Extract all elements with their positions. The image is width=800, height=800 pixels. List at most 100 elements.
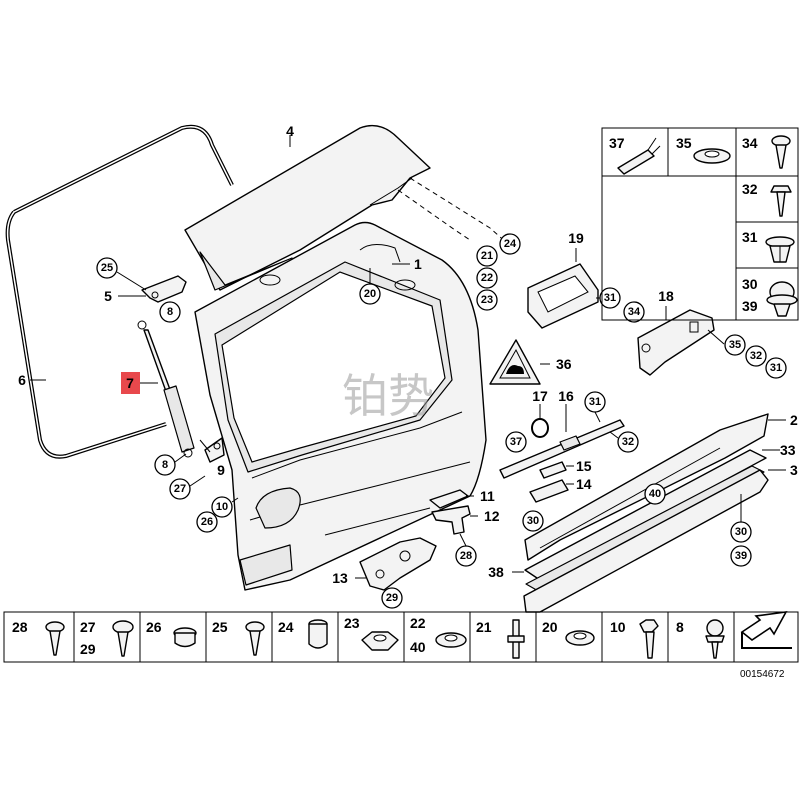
callout-7: 7 [126, 375, 134, 391]
callout-38: 38 [488, 564, 504, 580]
svg-text:35: 35 [676, 135, 692, 151]
side-parts-table: 37 35 34 32 [601, 127, 799, 321]
callout-13: 13 [332, 570, 348, 586]
callout-3: 3 [790, 462, 798, 478]
svg-text:20: 20 [364, 288, 376, 300]
svg-text:26: 26 [146, 619, 162, 635]
washer-icon [435, 632, 467, 648]
bottom-cell-21: 21 [476, 619, 525, 659]
wire-connector-icon [617, 137, 661, 175]
svg-text:21: 21 [476, 619, 492, 635]
callout-circle-28: 28 [455, 545, 477, 567]
callout-circle-35: 35 [724, 334, 746, 356]
license-plate-bracket [527, 263, 599, 329]
plate-light-strip [499, 419, 625, 479]
svg-text:28: 28 [460, 550, 472, 562]
callout-5: 5 [104, 288, 112, 304]
hex-nut-icon [361, 631, 399, 651]
svg-text:20: 20 [542, 619, 558, 635]
callout-14: 14 [576, 476, 592, 492]
table-cell-35: 35 [676, 135, 731, 164]
callout-circle-30b: 30 [730, 521, 752, 543]
hex-bolt-icon [639, 619, 659, 659]
bottom-cell-8: 8 [676, 619, 725, 659]
tailgate-shell [194, 221, 487, 591]
callout-circle-39: 39 [730, 545, 752, 567]
svg-text:24: 24 [278, 619, 294, 635]
svg-text:26: 26 [201, 516, 213, 528]
svg-text:21: 21 [481, 250, 493, 262]
svg-text:39: 39 [735, 550, 747, 562]
svg-text:24: 24 [504, 238, 517, 250]
callout-36: 36 [556, 356, 572, 372]
svg-text:32: 32 [750, 350, 762, 362]
callout-17: 17 [532, 388, 548, 404]
callout-circle-21: 21 [476, 245, 498, 267]
svg-text:31: 31 [742, 229, 758, 245]
svg-text:32: 32 [622, 436, 634, 448]
callout-18: 18 [658, 288, 674, 304]
bottom-cell-23: 23 [344, 615, 399, 651]
watermark: 铂势 [342, 369, 434, 423]
bottom-cell-20: 20 [542, 619, 595, 646]
svg-text:25: 25 [212, 619, 228, 635]
svg-text:30: 30 [742, 276, 758, 292]
screw-icon [45, 621, 65, 656]
warning-triangle [489, 339, 541, 385]
svg-text:29: 29 [80, 641, 96, 657]
svg-text:35: 35 [729, 339, 741, 351]
diagram-number: 00154672 [740, 669, 785, 680]
arrow-icon [740, 610, 792, 649]
bottom-cell-22-40: 22 40 [410, 615, 467, 655]
bottom-cell-28: 28 [12, 619, 65, 656]
callout-12: 12 [484, 508, 500, 524]
svg-text:31: 31 [604, 292, 616, 304]
callout-circle-24: 24 [499, 233, 521, 255]
rear-spoiler [184, 124, 431, 291]
bottom-cell-10: 10 [610, 619, 659, 659]
bottom-cell-24: 24 [278, 619, 328, 649]
svg-text:25: 25 [101, 262, 113, 274]
screw-icon [245, 621, 265, 656]
tailgate-cover-strip [523, 449, 769, 613]
callout-11: 11 [480, 488, 495, 504]
callout-circle-31b: 31 [765, 357, 787, 379]
callout-2: 2 [790, 412, 798, 428]
table-cell-34: 34 [742, 135, 791, 169]
svg-text:10: 10 [216, 501, 228, 513]
lock-striker-12 [431, 505, 471, 535]
svg-text:30: 30 [735, 526, 747, 538]
rubber-buffer-icon [308, 619, 328, 649]
svg-text:31: 31 [589, 396, 601, 408]
svg-text:10: 10 [610, 619, 626, 635]
svg-text:40: 40 [410, 639, 426, 655]
svg-text:8: 8 [162, 459, 168, 471]
svg-text:22: 22 [481, 272, 493, 284]
highlight-marker-7 [121, 372, 140, 394]
plate-trim-panel [637, 309, 715, 376]
svg-text:27: 27 [80, 619, 96, 635]
callout-circle-22: 22 [476, 267, 498, 289]
svg-text:32: 32 [742, 181, 758, 197]
callout-circle-37: 37 [505, 431, 527, 453]
callout-circle-25: 25 [96, 257, 118, 279]
circled-callouts: 25 8 8 27 26 10 20 21 22 23 24 31 34 35 … [96, 233, 787, 609]
bottom-cell-arrow [740, 610, 792, 649]
callout-circle-31c: 31 [584, 391, 606, 413]
callout-circle-20: 20 [359, 283, 381, 305]
svg-text:37: 37 [609, 135, 625, 151]
callout-circle-10: 10 [211, 496, 233, 518]
strut-bracket [204, 437, 225, 463]
tailgate-hinge [141, 275, 187, 303]
grommet-icon [565, 630, 595, 646]
bottom-cell-27-29: 27 29 [80, 619, 134, 657]
callout-circle-23: 23 [476, 289, 498, 311]
callout-circle-32b: 32 [617, 431, 639, 453]
svg-text:28: 28 [12, 619, 28, 635]
ball-stud-icon [705, 619, 725, 659]
svg-text:8: 8 [167, 306, 173, 318]
callout-15: 15 [576, 458, 592, 474]
svg-text:30: 30 [527, 515, 539, 527]
